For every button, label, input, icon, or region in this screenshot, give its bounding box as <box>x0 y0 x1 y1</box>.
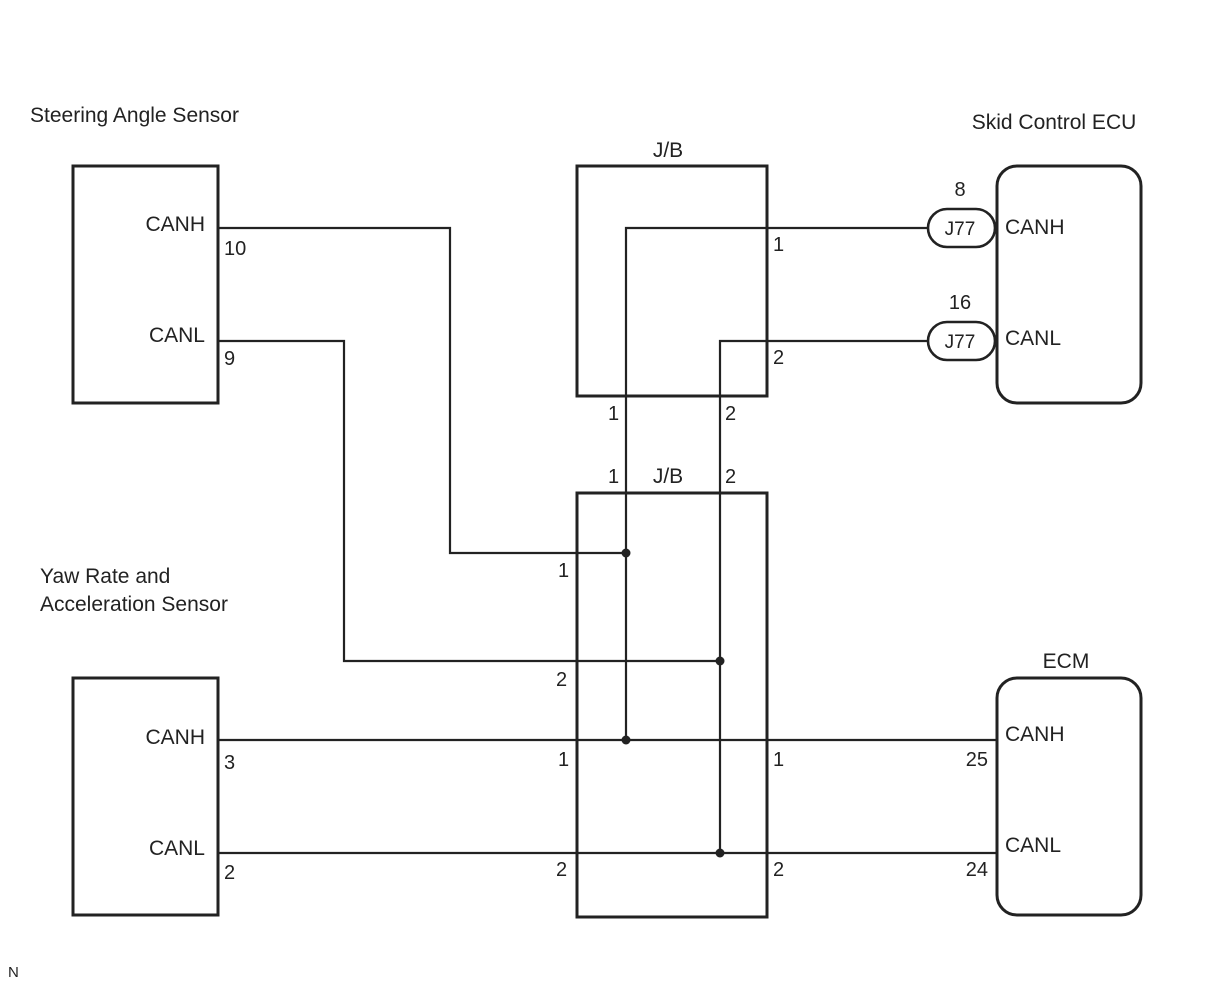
junctions <box>621 548 725 858</box>
ecm-title: ECM <box>1043 650 1090 673</box>
yaw-canl-pin: 2 <box>224 862 235 884</box>
jb-upper-pin-bottom-2: 2 <box>725 403 736 425</box>
jb-lower-title: J/B <box>653 465 683 488</box>
jb-upper-title: J/B <box>653 139 683 162</box>
jb-lower-pin-right-2: 2 <box>773 859 784 881</box>
ecm-canh-label: CANH <box>1005 723 1065 746</box>
skid-canl-pin: 16 <box>949 292 971 314</box>
steering-canl-label: CANL <box>149 324 205 347</box>
yaw-rate-sensor-box <box>71 676 220 917</box>
jb-upper-pin-right-1: 1 <box>773 234 784 256</box>
yaw-rate-sensor: Yaw Rate and Acceleration Sensor CANH 3 … <box>40 565 235 917</box>
junction-canh-yaw <box>621 735 631 745</box>
wire-bus-canl <box>718 339 930 853</box>
ecm-canl-label: CANL <box>1005 834 1061 857</box>
jb-lower-pin-left-1b: 1 <box>558 749 569 771</box>
jb-lower-pin-left-2a: 2 <box>556 669 567 691</box>
jb-lower-pin-left-2b: 2 <box>556 859 567 881</box>
steering-canl-pin: 9 <box>224 348 235 370</box>
yaw-canl-label: CANL <box>149 837 205 860</box>
junction-canh-steering <box>621 548 631 558</box>
jb-upper-pin-bottom-1: 1 <box>608 403 619 425</box>
wires <box>218 226 997 855</box>
steering-angle-sensor-title: Steering Angle Sensor <box>30 104 239 127</box>
footer-mark: N <box>8 964 19 981</box>
skid-control-ecu: Skid Control ECU CANH CANL 8 16 J77 J77 <box>926 111 1143 405</box>
jb-upper: J/B 1 2 1 2 <box>575 139 784 425</box>
jb-upper-box <box>575 164 769 398</box>
skid-canl-connector <box>926 320 997 362</box>
jb-lower-pin-top-2: 2 <box>725 466 736 488</box>
skid-canh-connector <box>926 207 997 249</box>
jb-lower-pin-right-1: 1 <box>773 749 784 771</box>
yaw-canh-pin: 3 <box>224 752 235 774</box>
skid-canl-connector-label: J77 <box>945 332 976 353</box>
ecm-canl-pin: 24 <box>966 859 988 881</box>
skid-canh-connector-label: J77 <box>945 219 976 240</box>
yaw-rate-sensor-title-line1: Yaw Rate and <box>40 565 170 588</box>
skid-control-ecu-box <box>995 164 1143 405</box>
yaw-canh-label: CANH <box>145 726 205 749</box>
jb-lower: J/B 1 2 1 2 1 2 1 2 <box>556 465 784 919</box>
jb-upper-pin-right-2: 2 <box>773 347 784 369</box>
ecm: ECM CANH CANL 25 24 <box>966 650 1143 917</box>
steering-canh-label: CANH <box>145 213 205 236</box>
junction-canl-yaw <box>715 848 725 858</box>
skid-canh-label: CANH <box>1005 216 1065 239</box>
junction-canl-steering <box>715 656 725 666</box>
steering-angle-sensor: Steering Angle Sensor CANH 10 CANL 9 <box>30 104 246 405</box>
jb-lower-box <box>575 491 769 919</box>
steering-canh-pin: 10 <box>224 238 246 260</box>
skid-canl-label: CANL <box>1005 327 1061 350</box>
wire-bus-canh <box>624 226 930 740</box>
yaw-rate-sensor-title-line2: Acceleration Sensor <box>40 593 228 616</box>
ecm-canh-pin: 25 <box>966 749 988 771</box>
skid-control-ecu-title: Skid Control ECU <box>972 111 1137 134</box>
skid-canh-pin: 8 <box>954 179 965 201</box>
wire-steering-canl <box>218 339 720 663</box>
jb-lower-pin-top-1: 1 <box>608 466 619 488</box>
ecm-box <box>995 676 1143 917</box>
wire-steering-canh <box>218 226 626 555</box>
jb-lower-pin-left-1a: 1 <box>558 560 569 582</box>
steering-angle-sensor-box <box>71 164 220 405</box>
